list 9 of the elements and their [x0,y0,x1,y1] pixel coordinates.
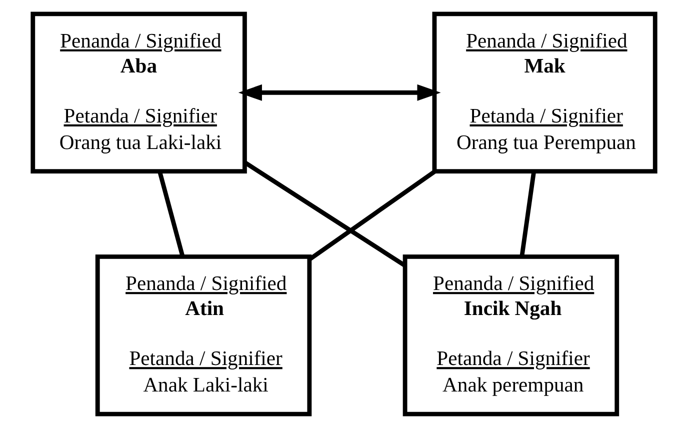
arrow [238,84,441,101]
connector [158,171,185,257]
node-box: Penanda / Signified Atin Petanda / Signifier Anak Laki-laki [95,254,312,416]
node-box: Penanda / Signified Incik Ngah Petanda / Signifier Anak perempuan [402,254,620,416]
connector [308,170,436,261]
node-box: Penanda / Signified Mak Petanda / Signifier Orang tua Perempuan [432,12,658,174]
connector [244,160,406,268]
connector [520,172,536,257]
node-box: Penanda / Signified Aba Petanda / Signifier Orang tua Laki-laki [30,12,247,174]
